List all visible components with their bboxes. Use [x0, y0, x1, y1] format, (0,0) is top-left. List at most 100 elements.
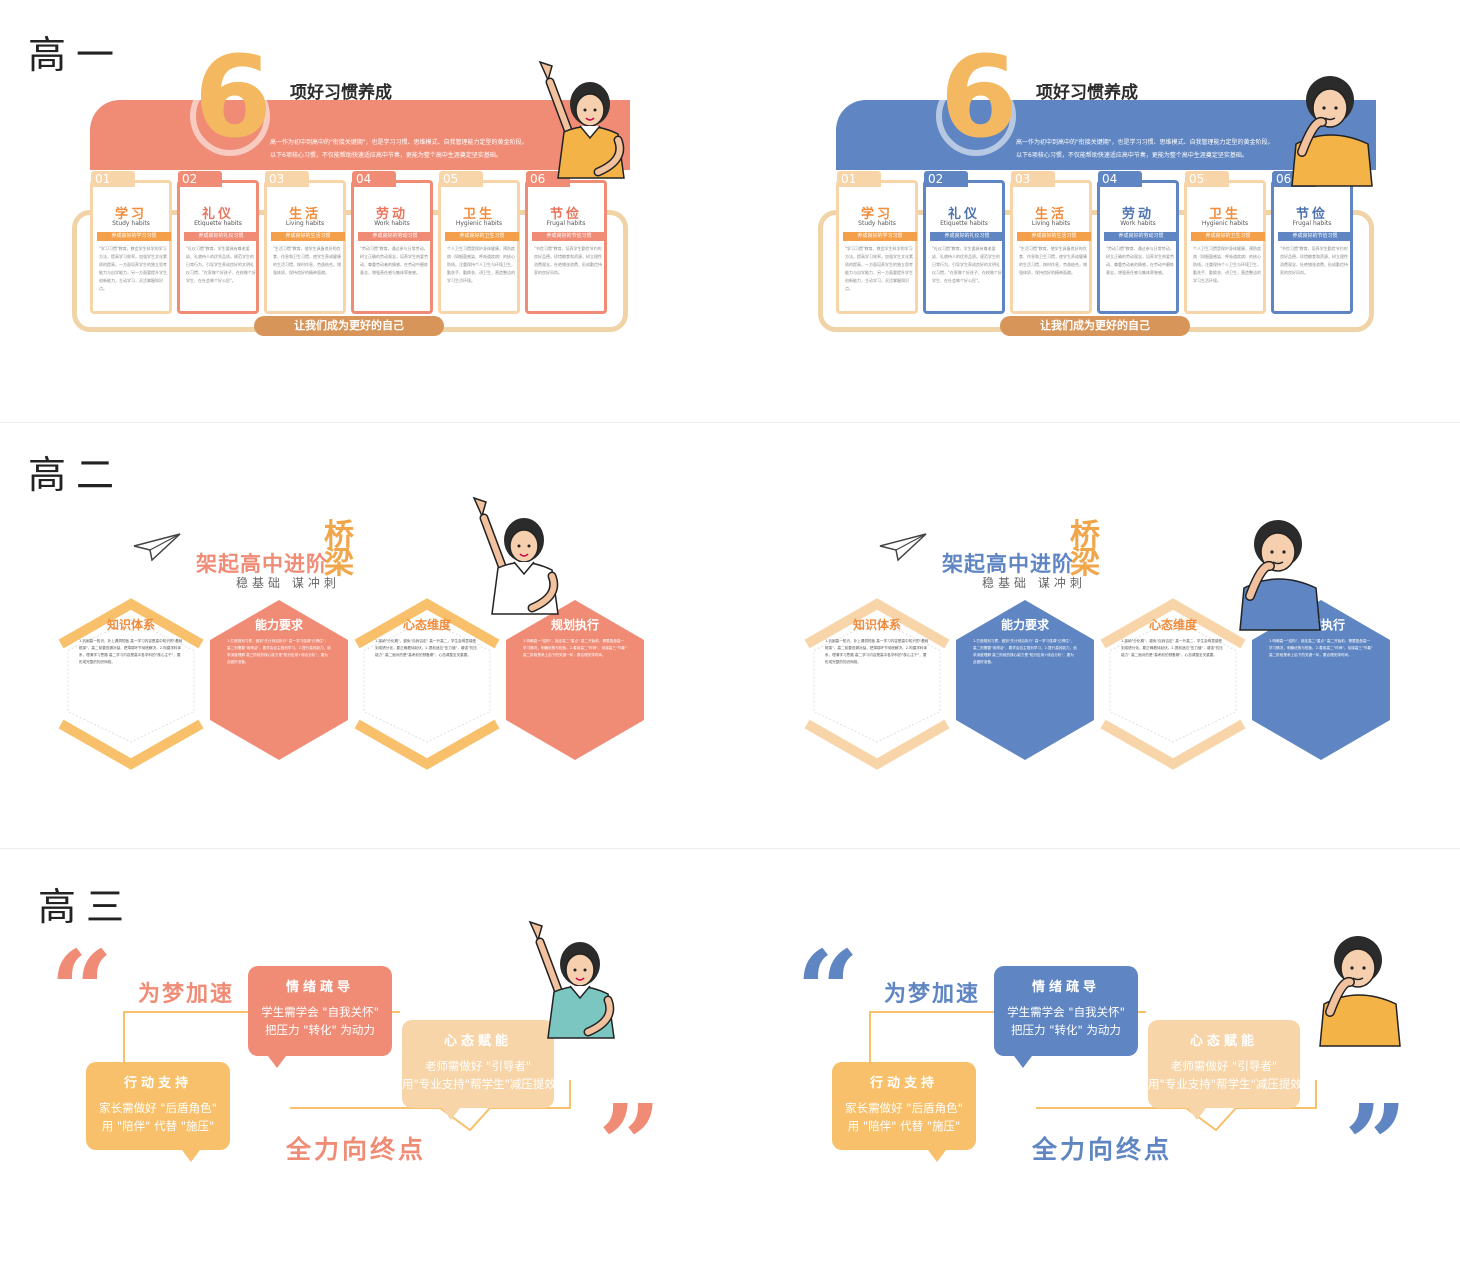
g3-bubble-title: 情绪疏导 — [285, 980, 354, 995]
habit-card-english: Etiquette habits — [194, 220, 242, 227]
g2-hexagon-title: 心态维度 — [1148, 618, 1197, 632]
g1-big-number: 6 — [940, 33, 1018, 163]
habit-card-name: 生活 — [1034, 207, 1067, 222]
g1-intro-line: 高一作为初中到高中的"衔接关键期"，也是学习习惯、思维模式、自我管理能力定型的黄… — [270, 139, 528, 146]
g3-panel-blue: “” 为梦加速全力向终点情绪疏导学生需学会 "自我关怀"把压力 "转化" 为动力… — [796, 880, 1436, 1200]
g3-bubble-title: 行动支持 — [123, 1076, 192, 1091]
habit-card-number: 05 — [439, 171, 483, 187]
habit-card-body: "礼仪习惯"教育，学生要具有尊老爱幼、礼貌待人的优秀品质。规范学生的日常行为，引… — [932, 246, 1002, 283]
g3-bubble: 情绪疏导学生需学会 "自我关怀"把压力 "转化" 为动力 — [248, 966, 392, 1068]
habit-card-english: Living habits — [285, 220, 325, 227]
habit-card-body: "生活习惯"教育，使学生具备良好的饮食、作息和卫生习惯，使学生养成健康的生活习惯… — [1019, 246, 1087, 275]
habit-card-number: 02 — [924, 171, 968, 187]
habit-card-number: 04 — [352, 171, 396, 187]
g2-hexagon-title: 规划执行 — [550, 618, 599, 632]
habit-card-name: 节俭 — [549, 207, 582, 222]
habit-card-number: 03 — [265, 171, 309, 187]
g2-hexagon-body: 1.明确高一"结构"，锁定高二"重点" 高二开始前，需要复盘高一学习情况，明确优… — [523, 639, 627, 657]
g3-bubble: 心态赋能老师需做好 "引导者"用"专业支持"帮学生"减压提效" — [402, 1020, 561, 1120]
g1-banner — [90, 100, 630, 170]
habit-card-bar: 养成良好的节俭习惯 — [532, 232, 606, 241]
g3-bubble-body: 家长需做好 "后盾角色"用 "陪伴" 代替 "施压" — [832, 1099, 976, 1135]
habit-card-name: 劳动 — [375, 207, 408, 222]
boy-illustration — [1302, 920, 1412, 1054]
g1-intro-line: 以下6项核心习惯，不仅能帮助快速适应高中节奏，更能为整个高中生涯奠定坚实基础。 — [1016, 152, 1248, 159]
habit-card-number: 01 — [91, 171, 135, 187]
habit-card-english: Study habits — [112, 220, 150, 227]
habit-card-name: 节俭 — [1295, 207, 1328, 222]
g3-bubble-body: 学生需学会 "自我关怀"把压力 "转化" 为动力 — [248, 1003, 392, 1039]
divider — [0, 848, 1460, 849]
g2-hexagon-title: 能力要求 — [254, 618, 303, 632]
g2-title: 架起高中进阶 — [942, 552, 1074, 576]
g3-bubble: 行动支持家长需做好 "后盾角色"用 "陪伴" 代替 "施压" — [832, 1062, 976, 1162]
g3-bubble: 情绪疏导学生需学会 "自我关怀"把压力 "转化" 为动力 — [994, 966, 1138, 1068]
g3-bubble-tail — [1188, 1108, 1206, 1120]
paper-plane-icon — [132, 532, 182, 566]
g3-bubble-tail — [928, 1150, 946, 1162]
g1-banner — [836, 100, 1376, 170]
g2-hexagon-title: 知识体系 — [852, 618, 901, 632]
habit-card-english: Living habits — [1031, 220, 1071, 227]
g1-big-number: 6 — [194, 33, 272, 163]
g3-bubble: 行动支持家长需做好 "后盾角色"用 "陪伴" 代替 "施压" — [86, 1062, 230, 1162]
open-quote-icon: “ — [796, 926, 860, 1055]
habit-card-name: 礼仪 — [947, 207, 980, 222]
habit-card-bar: 养成良好的卫生习惯 — [445, 232, 519, 241]
g3-bubble-title: 行动支持 — [869, 1076, 938, 1091]
habit-card-english: Frugal habits — [546, 220, 586, 227]
g3-bubble-line: 用 "陪伴" 代替 "施压" — [101, 1119, 215, 1133]
habit-card-name: 学习 — [860, 207, 893, 222]
g3-bubble-line: 学生需学会 "自我关怀" — [1007, 1005, 1125, 1019]
habit-card-number: 02 — [178, 171, 222, 187]
habit-card-english: Etiquette habits — [940, 220, 988, 227]
g2-panel-blue: 架起高中进阶桥梁稳基础 谋冲刺知识体系 1.巩固高一知识，补上漏洞短板 高一学习内… — [802, 500, 1422, 790]
g2-hexagon-body: 1.巩固高一知识，补上漏洞短板 高一学习内容是高中知识的"基础框架"，高二前要查… — [79, 639, 183, 664]
g3-bubble-line: 用 "陪伴" 代替 "施压" — [847, 1119, 961, 1133]
g3-bubble-line: 老师需做好 "引导者" — [1170, 1059, 1278, 1073]
habit-card-bar: 养成良好的礼仪习惯 — [184, 232, 258, 241]
habit-card-body: "劳动习惯"教育，通过参与日常劳动，树立正确的劳动观念，培养学生热爱劳动、尊重劳… — [360, 246, 428, 275]
habit-card-number: 04 — [1098, 171, 1142, 187]
g2-hexagon-body: 1.巩固高一知识，补上漏洞短板 高一学习内容是高中知识的"基础框架"，高二前要查… — [825, 639, 929, 664]
habit-card-number: 05 — [1185, 171, 1229, 187]
g2-hexagon-body: 1.接纳"分化期"，避免"自我否定" 高一升高二，学生会明显感受到成绩分化，要正… — [375, 639, 477, 657]
g3-bubble-body: 家长需做好 "后盾角色"用 "陪伴" 代替 "施压" — [86, 1099, 230, 1135]
habit-card-body: "劳动习惯"教育，通过参与日常劳动，树立正确的劳动观念，培养学生热爱劳动、尊重劳… — [1106, 246, 1174, 275]
g2-bridge-text: 桥梁 — [324, 518, 354, 581]
g2-subtitle: 稳基础 谋冲刺 — [982, 576, 1086, 590]
section-title-g2: 高二 — [28, 453, 125, 497]
habit-card-body: 个人卫生习惯是保护身体健康，预防疾病（如细菌感染、呼吸道疾病）的核心防线。注重保… — [447, 246, 515, 283]
habit-card-english: Work habits — [1120, 220, 1156, 227]
g1-intro-line: 以下6项核心习惯，不仅能帮助快速适应高中节奏，更能为整个高中生涯奠定坚实基础。 — [270, 152, 502, 159]
g2-hexagon-title: 心态维度 — [402, 618, 451, 632]
g1-slogan: 让我们成为更好的自己 — [1000, 316, 1190, 336]
g3-bubble-title: 情绪疏导 — [1031, 980, 1100, 995]
girl-illustration — [518, 920, 628, 1054]
habit-card-bar: 养成良好的学习习惯 — [97, 232, 171, 241]
habit-card-name: 生活 — [288, 207, 321, 222]
g1-title: 项好习惯养成 — [1036, 83, 1138, 103]
g3-bubble-line: 学生需学会 "自我关怀" — [261, 1005, 379, 1019]
girl-illustration — [462, 496, 572, 630]
g2-bridge-text: 桥梁 — [1070, 518, 1100, 581]
g1-title: 项好习惯养成 — [290, 83, 392, 103]
habit-card-bar: 养成良好的劳动习惯 — [1104, 232, 1178, 241]
habit-card-english: Frugal habits — [1292, 220, 1332, 227]
section-title-g1: 高一 — [28, 33, 125, 77]
paper-plane-icon — [878, 532, 928, 566]
g3-title: 为梦加速 — [138, 982, 235, 1007]
